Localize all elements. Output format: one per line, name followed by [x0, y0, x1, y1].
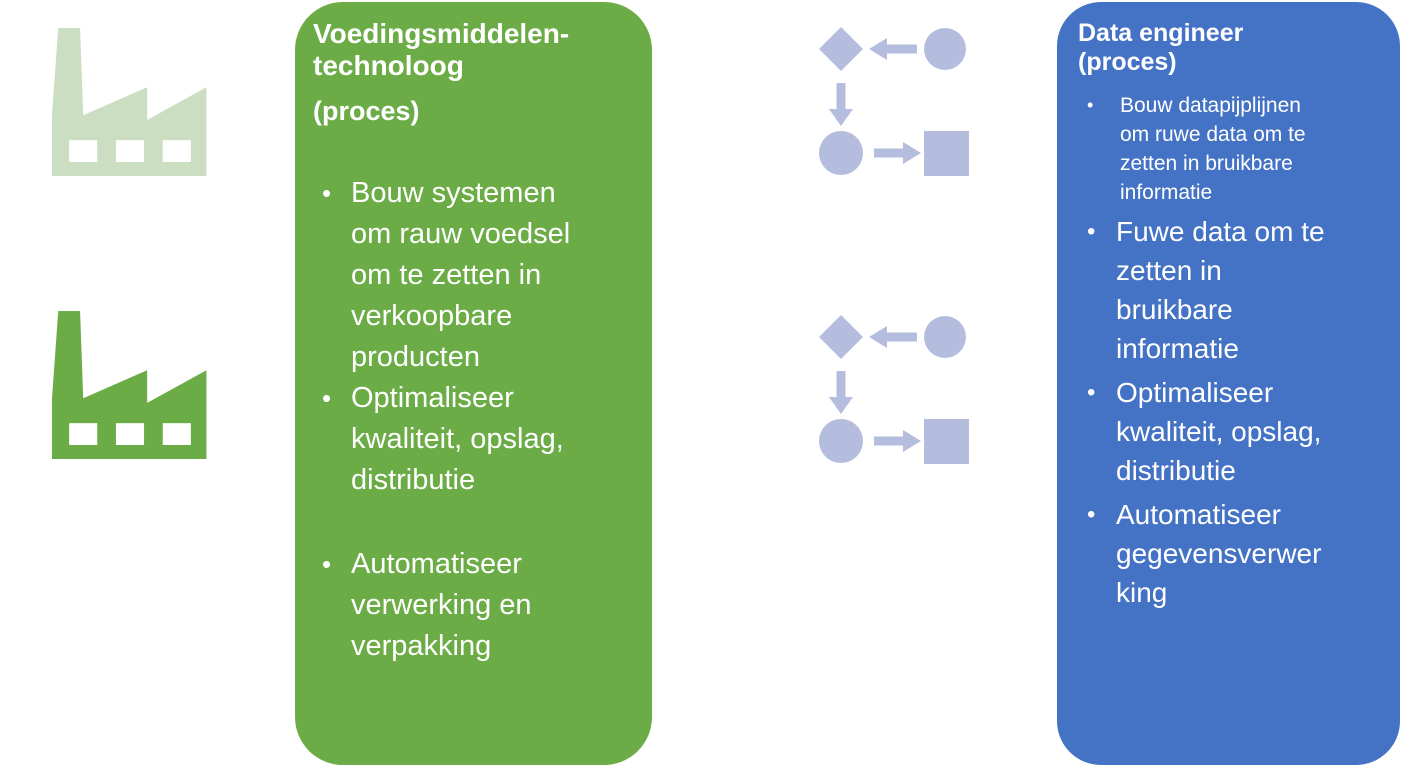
food-technologist-card: Voedingsmiddelen- technoloog (proces) • … — [295, 2, 652, 765]
bullet-text: Bouw datapijplijnen om ruwe data om te z… — [1120, 94, 1306, 204]
bullet-item: • Automatiseer gegevensverwer king — [1078, 495, 1386, 612]
food-card-subtitle: (proces) — [313, 95, 420, 126]
factory-light-icon — [52, 28, 208, 176]
factory-green-icon — [52, 311, 208, 459]
food-card-bullet-list: • Bouw systemen om rauw voedsel om te ze… — [313, 173, 634, 667]
bullet-dot-icon: • — [322, 178, 332, 209]
bullet-dot-icon: • — [1087, 379, 1096, 406]
flowchart-icon-top — [819, 27, 971, 177]
bullet-dot-icon: • — [322, 383, 332, 414]
bullet-dot-icon: • — [1087, 501, 1096, 528]
bullet-item: • Optimaliseer kwaliteit, opslag, distri… — [313, 378, 634, 501]
bullet-item: • Bouw systemen om rauw voedsel om te ze… — [313, 173, 634, 378]
data-card-title: Data engineer (proces) — [1078, 19, 1244, 76]
flowchart-icon-bottom — [819, 315, 971, 465]
bullet-item: • Automatiseer verwerking en verpakking — [313, 544, 634, 667]
data-card-bullet-list: • Bouw datapijplijnen om ruwe data om te… — [1078, 91, 1386, 612]
bullet-text: Automatiseer gegevensverwer king — [1116, 499, 1322, 608]
bullet-dot-icon: • — [1087, 95, 1094, 115]
bullet-text: Automatiseer verwerking en verpakking — [351, 548, 532, 663]
food-card-title: Voedingsmiddelen- technoloog — [313, 18, 570, 82]
bullet-text: Bouw systemen om rauw voedsel om te zett… — [351, 177, 571, 374]
bullet-dot-icon: • — [1087, 218, 1096, 245]
bullet-item: • Bouw datapijplijnen om ruwe data om te… — [1078, 91, 1386, 207]
bullet-item: • Optimaliseer kwaliteit, opslag, distri… — [1078, 373, 1386, 490]
bullet-text: Optimaliseer kwaliteit, opslag, distribu… — [351, 382, 564, 497]
bullet-text: Optimaliseer kwaliteit, opslag, distribu… — [1116, 377, 1322, 486]
bullet-item: • Fuwe data om te zetten in bruikbare in… — [1078, 212, 1386, 368]
bullet-text: Fuwe data om te zetten in bruikbare info… — [1116, 216, 1325, 364]
data-engineer-card: Data engineer (proces) • Bouw datapijpli… — [1057, 2, 1400, 765]
bullet-dot-icon: • — [322, 549, 332, 580]
